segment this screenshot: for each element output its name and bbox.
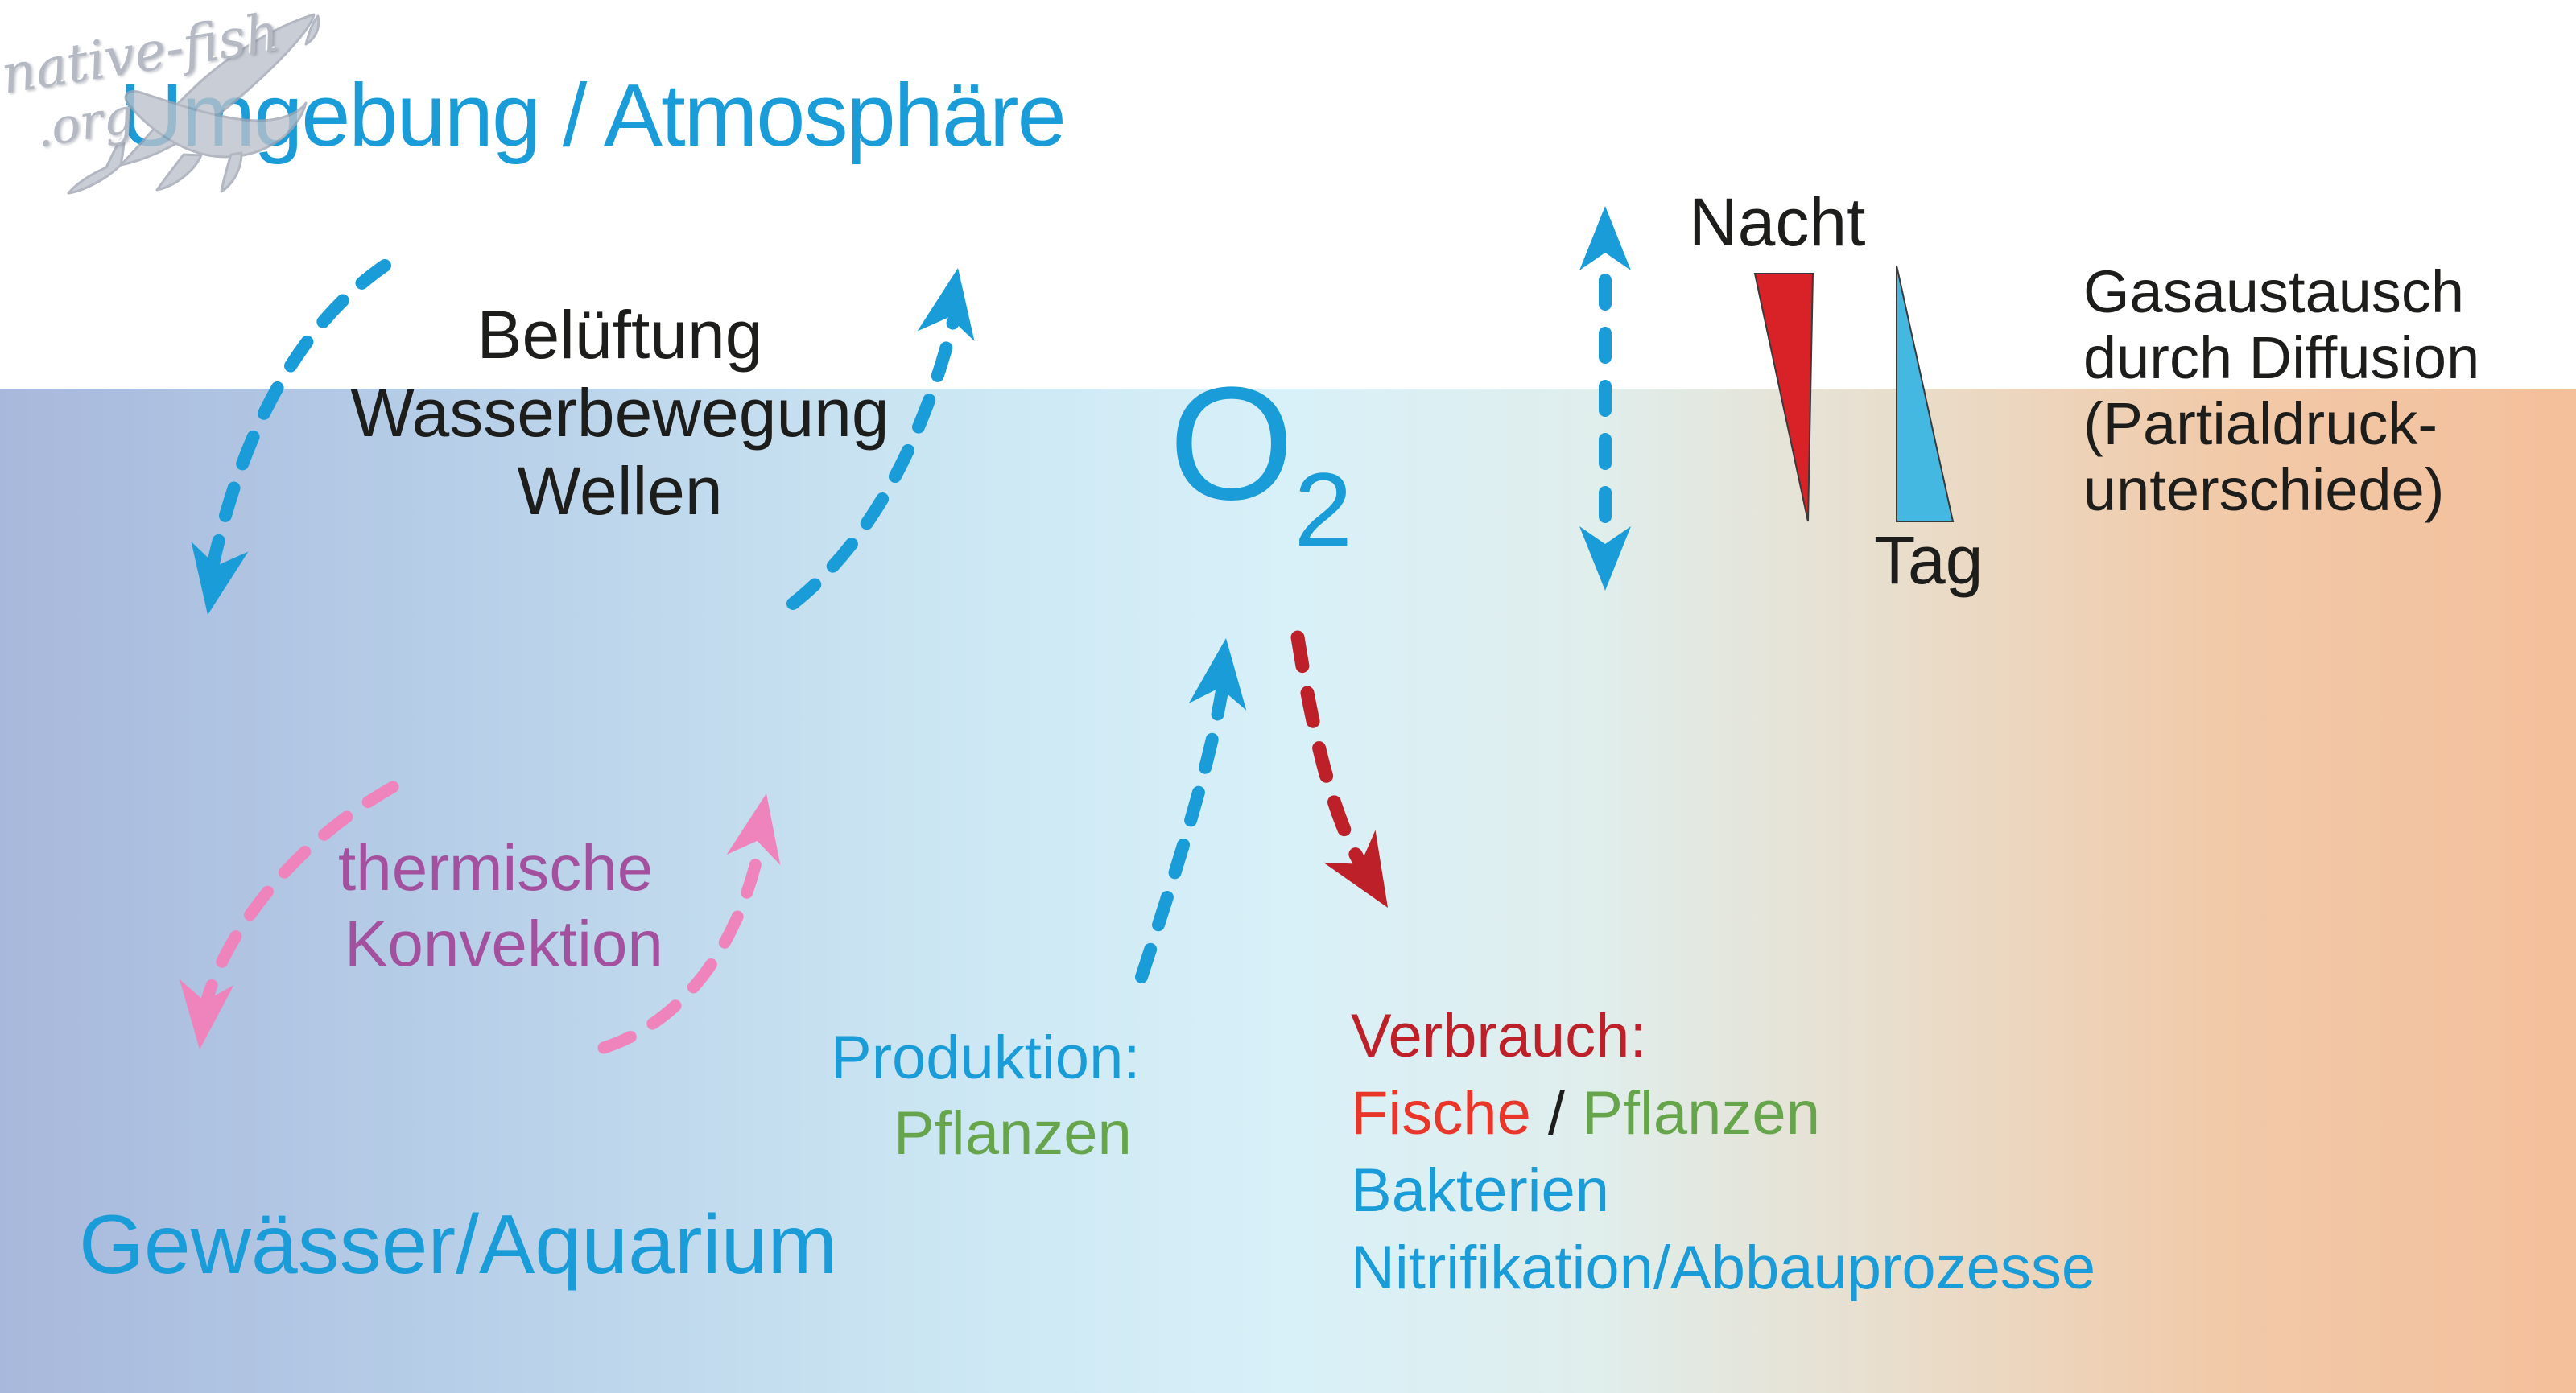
gas-exchange-double-arrow <box>1579 206 1631 591</box>
aeration-line3: Wellen <box>517 453 723 529</box>
production-plants: Pflanzen <box>894 1099 1132 1168</box>
night-gradient-triangle <box>1753 273 1814 522</box>
o2-letter: O <box>1169 354 1294 534</box>
aeration-up-arrow <box>786 268 975 610</box>
gas-exchange-line3: (Partialdruck- <box>2083 390 2438 457</box>
day-gradient-triangle <box>1896 265 1955 522</box>
aeration-line2: Wasserbewegung <box>350 375 890 451</box>
gas-exchange-line2: durch Diffusion <box>2083 324 2480 391</box>
o2-subscript: 2 <box>1294 451 1352 568</box>
consumption-line2: Fische / Pflanzen <box>1351 1075 2095 1152</box>
title-atmosphere: Umgebung / Atmosphäre <box>119 66 1067 165</box>
consumption-plants: Pflanzen <box>1582 1079 1820 1148</box>
aeration-line1: Belüftung <box>477 297 763 373</box>
convection-line1: thermische <box>338 832 654 904</box>
consumption-nitrification: Nitrifikation/Abbauprozesse <box>1351 1234 2096 1302</box>
convection-down-arrow <box>179 781 399 1049</box>
gas-exchange-line1: Gasaustausch <box>2083 258 2465 325</box>
consumption-title: Verbrauch: <box>1351 1002 1647 1070</box>
water-body-label: Gewässer/Aquarium <box>79 1198 838 1292</box>
convection-line2: Konvektion <box>345 908 663 979</box>
watermark: native-fish .org <box>0 0 338 201</box>
consumption-bacteria: Bakterien <box>1351 1156 1610 1225</box>
production-title: Produktion: <box>831 1024 1141 1092</box>
consumption-down-arrow <box>1290 630 1388 908</box>
consumption-fish: Fische <box>1351 1079 1531 1148</box>
consumption-label: Verbrauch: Fische / Pflanzen Bakterien N… <box>1351 998 2095 1307</box>
production-label: Produktion: Pflanzen <box>831 1020 1140 1172</box>
water-body-gradient <box>0 389 2576 1393</box>
gas-exchange-label: Gasaustausch durch Diffusion (Partialdru… <box>2083 259 2479 523</box>
production-up-arrow <box>1135 638 1247 983</box>
night-label: Nacht <box>1689 184 1866 260</box>
o2-symbol: O2 <box>1169 364 1352 590</box>
aeration-label: Belüftung Wasserbewegung Wellen <box>306 296 934 530</box>
consumption-separator: / <box>1530 1079 1583 1148</box>
fish-icon <box>67 13 320 195</box>
thermal-convection-label: thermische Konvektion <box>338 830 663 982</box>
aeration-down-arrow <box>191 259 391 615</box>
day-label: Tag <box>1874 522 1984 598</box>
convection-up-arrow <box>597 793 781 1054</box>
gas-exchange-line4: unterschiede) <box>2083 456 2445 523</box>
